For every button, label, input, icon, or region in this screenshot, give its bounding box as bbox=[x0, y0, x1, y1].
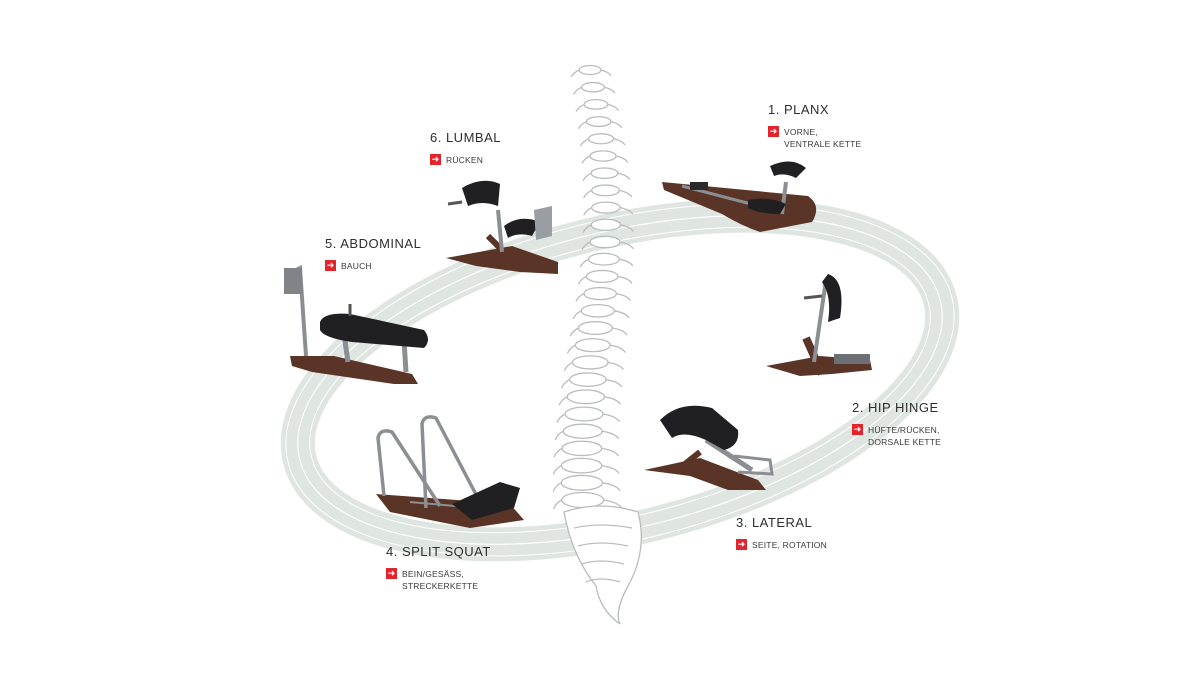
vertebra bbox=[587, 133, 615, 145]
oval-track bbox=[280, 198, 960, 562]
vertebra bbox=[577, 321, 614, 335]
arrow-right-icon: ➜ bbox=[736, 539, 747, 550]
lateral-device bbox=[644, 405, 774, 490]
station-title: 1. PLANX bbox=[768, 102, 830, 117]
vertebra bbox=[585, 116, 612, 128]
vertebra bbox=[587, 252, 620, 266]
vertebra-process bbox=[577, 275, 633, 285]
vertebra-process bbox=[582, 224, 634, 233]
station-split-squat: 4. SPLIT SQUAT ➜ BEIN/GESÄSS, STRECKERKE… bbox=[386, 544, 491, 592]
station-description: VORNE, VENTRALE KETTE bbox=[784, 127, 862, 149]
station-planx: 1. PLANX ➜ VORNE, VENTRALE KETTE bbox=[768, 102, 861, 150]
vertebra bbox=[561, 491, 605, 509]
station-title: 4. SPLIT SQUAT bbox=[386, 544, 491, 559]
station-title: 3. LATERAL bbox=[736, 515, 813, 530]
vertebra bbox=[589, 150, 617, 162]
station-description: BEIN/GESÄSS, STRECKERKETTE bbox=[402, 569, 479, 591]
vertebra bbox=[591, 184, 620, 197]
planx-device bbox=[662, 161, 817, 232]
vertebra-process bbox=[556, 413, 620, 423]
vertebra bbox=[591, 201, 621, 214]
vertebra-process bbox=[579, 258, 634, 268]
vertebra-process bbox=[563, 361, 625, 372]
vertebra-process bbox=[553, 447, 620, 458]
vertebra-process bbox=[583, 206, 634, 216]
vertebra bbox=[566, 389, 606, 405]
sacrum-line bbox=[581, 560, 625, 565]
vertebra-process bbox=[569, 327, 628, 337]
station-abdominal: 5. ABDOMINAL ➜ BAUCH bbox=[325, 236, 421, 272]
vertebra bbox=[585, 269, 619, 283]
station-title: 6. LUMBAL bbox=[430, 130, 501, 145]
arrow-right-icon: ➜ bbox=[325, 260, 336, 271]
vertebra-process bbox=[553, 499, 623, 510]
split-squat-device bbox=[376, 415, 524, 528]
station-title: 2. HIP HINGE bbox=[852, 400, 939, 415]
vertebra bbox=[574, 338, 611, 353]
vertebra-process bbox=[577, 120, 623, 130]
hip-hinge-device bbox=[766, 274, 872, 376]
vertebra bbox=[578, 64, 602, 76]
vertebra-process bbox=[581, 241, 634, 251]
vertebra bbox=[562, 423, 603, 439]
station-title: 5. ABDOMINAL bbox=[325, 236, 422, 251]
vertebra-process bbox=[552, 464, 620, 475]
vertebra-process bbox=[558, 396, 621, 406]
arrow-right-icon: ➜ bbox=[430, 154, 441, 165]
station-description: RÜCKEN bbox=[446, 155, 484, 165]
spine-illustration bbox=[552, 64, 642, 625]
vertebra-process bbox=[572, 310, 630, 320]
vertebra-process bbox=[552, 482, 621, 492]
vertebra bbox=[580, 303, 616, 318]
arrow-right-icon: ➜ bbox=[852, 424, 863, 435]
lumbal-device bbox=[446, 180, 558, 274]
sacrum-line bbox=[585, 578, 621, 583]
vertebra bbox=[590, 167, 619, 180]
vertebra-process bbox=[566, 344, 626, 354]
arrow-right-icon: ➜ bbox=[386, 568, 397, 579]
vertebra bbox=[560, 457, 603, 474]
vertebra-process bbox=[561, 378, 623, 389]
vertebra bbox=[564, 406, 604, 422]
vertebra bbox=[590, 218, 622, 232]
vertebra bbox=[571, 355, 609, 370]
vertebra bbox=[583, 99, 609, 110]
vertebra bbox=[561, 440, 603, 457]
vertebra bbox=[569, 372, 607, 387]
vertebra-process bbox=[583, 189, 633, 199]
vertebra-process bbox=[579, 138, 626, 147]
station-lumbal: 6. LUMBAL ➜ RÜCKEN bbox=[430, 130, 501, 166]
vertebra-process bbox=[554, 430, 620, 441]
vertebra-process bbox=[581, 155, 629, 164]
vertebra bbox=[583, 286, 618, 301]
station-description: SEITE, ROTATION bbox=[752, 540, 827, 550]
station-description: HÜFTE/RÜCKEN, DORSALE KETTE bbox=[868, 425, 941, 447]
vertebra bbox=[580, 81, 606, 93]
arrow-right-icon: ➜ bbox=[768, 126, 779, 137]
vertebra-process bbox=[570, 69, 612, 78]
station-lateral: 3. LATERAL ➜ SEITE, ROTATION bbox=[736, 515, 827, 551]
vertebra-process bbox=[582, 172, 631, 181]
vertebra-process bbox=[573, 86, 616, 95]
vertebra-process bbox=[575, 103, 619, 112]
sacrum-line bbox=[573, 524, 633, 529]
station-hip-hinge: 2. HIP HINGE ➜ HÜFTE/RÜCKEN, DORSALE KET… bbox=[852, 400, 941, 448]
vertebra-process bbox=[575, 292, 632, 302]
station-description: BAUCH bbox=[341, 261, 372, 271]
sacrum-line bbox=[577, 542, 629, 547]
abdominal-device bbox=[284, 264, 428, 384]
sacrum bbox=[563, 505, 642, 625]
vertebra bbox=[560, 474, 604, 491]
vertebra bbox=[589, 235, 621, 249]
